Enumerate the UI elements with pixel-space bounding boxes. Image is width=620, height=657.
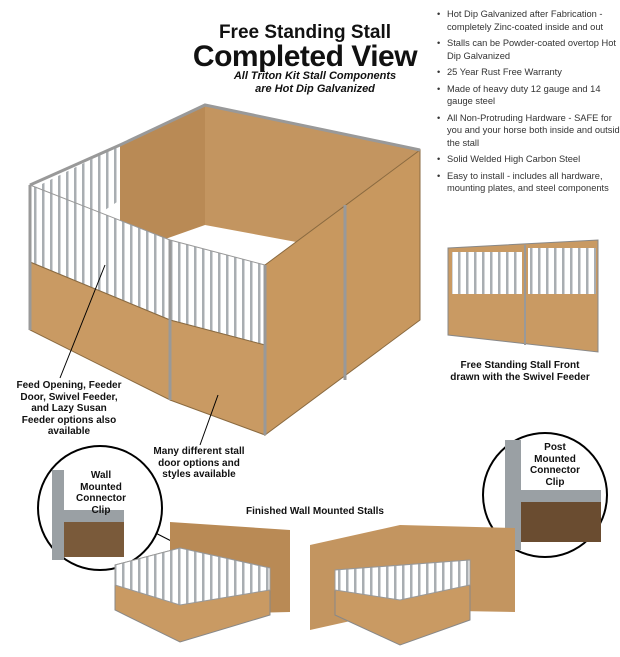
leader-line bbox=[199, 394, 219, 446]
feature-item: Hot Dip Galvanized after Fabrication - c… bbox=[437, 8, 620, 33]
wall-stall-left bbox=[114, 522, 290, 643]
wall-stalls-caption: Finished Wall Mounted Stalls bbox=[246, 506, 384, 517]
post-clip-detail bbox=[482, 432, 608, 558]
post-clip-label: Post Mounted Connector Clip bbox=[530, 442, 580, 488]
subtitle: All Triton Kit Stall Components are Hot … bbox=[200, 70, 430, 96]
page-title: Completed View bbox=[192, 40, 418, 73]
feature-item: Solid Welded High Carbon Steel bbox=[437, 153, 620, 166]
subtitle-line1: All Triton Kit Stall Components bbox=[233, 70, 397, 82]
feature-list: Hot Dip Galvanized after Fabrication - c… bbox=[437, 8, 620, 199]
feature-item: All Non-Protruding Hardware - SAFE for y… bbox=[437, 112, 620, 150]
feature-item: 25 Year Rust Free Warranty bbox=[437, 66, 620, 79]
wall-stall-right bbox=[310, 525, 515, 646]
main-stall-drawing bbox=[28, 103, 421, 436]
front-view-caption: Free Standing Stall Front drawn with the… bbox=[450, 360, 590, 383]
front-view-drawing bbox=[447, 239, 599, 353]
leader-line bbox=[59, 264, 106, 379]
feature-item: Made of heavy duty 12 gauge and 14 gauge… bbox=[437, 83, 620, 108]
subtitle-line2: are Hot Dip Galvanized bbox=[255, 83, 375, 95]
feed-options-callout: Feed Opening, Feeder Door, Swivel Feeder… bbox=[16, 380, 122, 437]
title-line1: Free Standing Stall bbox=[218, 22, 392, 43]
door-options-callout: Many different stall door options and st… bbox=[153, 446, 245, 480]
feature-item: Stalls can be Powder-coated overtop Hot … bbox=[437, 37, 620, 62]
feature-item: Easy to install - includes all hardware,… bbox=[437, 170, 620, 195]
wall-clip-detail bbox=[37, 445, 163, 571]
wall-clip-label: Wall Mounted Connector Clip bbox=[76, 470, 126, 516]
